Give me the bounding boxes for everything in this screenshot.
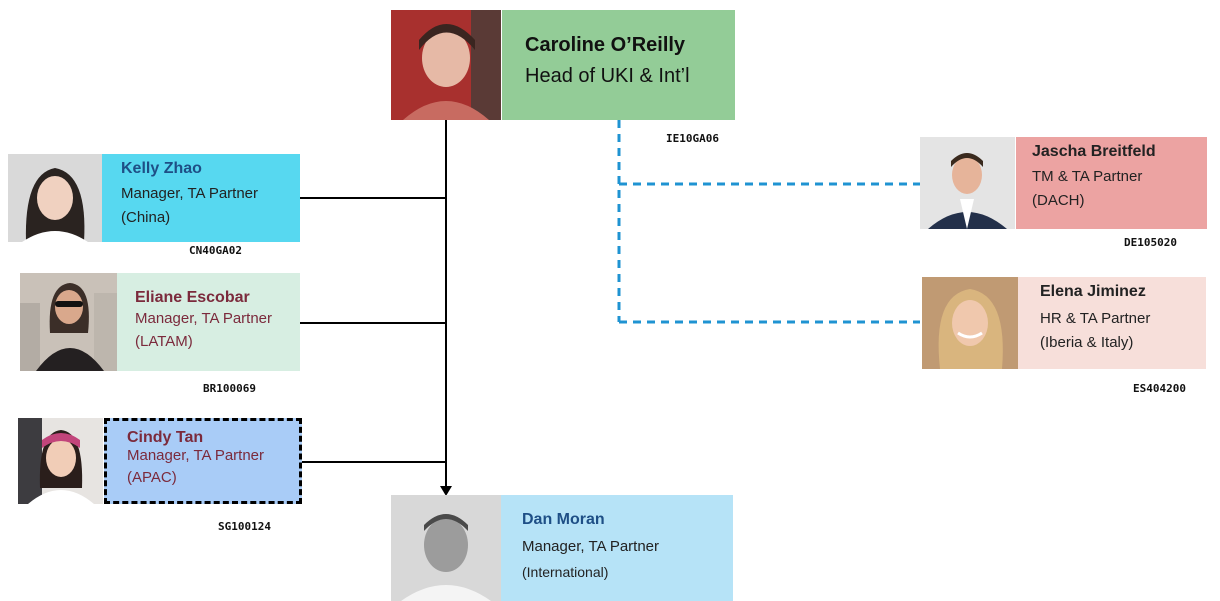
person-role: TM & TA Partner — [1032, 168, 1143, 185]
card-caroline[interactable]: Caroline O’Reilly Head of UKI & Int’l — [391, 10, 735, 120]
avatar — [8, 154, 102, 242]
person-region: (Iberia & Italy) — [1040, 334, 1134, 351]
person-name: Kelly Zhao — [121, 160, 202, 177]
arrow-head — [440, 486, 452, 496]
employee-code: BR100069 — [203, 382, 256, 395]
card-elena[interactable]: Elena Jiminez HR & TA Partner (Iberia & … — [922, 277, 1206, 369]
card-info: Jascha Breitfeld TM & TA Partner (DACH) — [1016, 137, 1207, 229]
card-info: Elena Jiminez HR & TA Partner (Iberia & … — [1018, 277, 1206, 369]
person-region: (China) — [121, 209, 171, 226]
person-name: Eliane Escobar — [135, 289, 250, 306]
employee-code: SG100124 — [218, 520, 271, 533]
person-region: (DACH) — [1032, 192, 1085, 209]
person-name: Jascha Breitfeld — [1032, 143, 1156, 160]
person-name: Dan Moran — [522, 511, 605, 528]
employee-code: CN40GA02 — [189, 244, 242, 257]
person-role: Manager, TA Partner — [127, 447, 265, 464]
person-region: (International) — [522, 564, 609, 580]
card-info: Dan Moran Manager, TA Partner (Internati… — [501, 495, 733, 601]
avatar — [20, 273, 117, 371]
card-jascha[interactable]: Jascha Breitfeld TM & TA Partner (DACH) — [920, 137, 1207, 229]
employee-code: DE105020 — [1124, 236, 1177, 249]
card-info: Caroline O’Reilly Head of UKI & Int’l — [502, 10, 735, 120]
avatar — [920, 137, 1015, 229]
person-role: Manager, TA Partner — [522, 538, 660, 555]
avatar — [391, 495, 501, 601]
card-eliane[interactable]: Eliane Escobar Manager, TA Partner (LATA… — [20, 273, 300, 371]
card-info: Cindy Tan Manager, TA Partner (APAC) — [104, 418, 302, 504]
person-name: Cindy Tan — [127, 429, 204, 446]
person-region: (APAC) — [127, 469, 177, 486]
person-name: Elena Jiminez — [1040, 283, 1146, 300]
card-info: Kelly Zhao Manager, TA Partner (China) — [102, 154, 300, 242]
employee-code: ES404200 — [1133, 382, 1186, 395]
card-dan[interactable]: Dan Moran Manager, TA Partner (Internati… — [391, 495, 733, 601]
person-region: (LATAM) — [135, 333, 193, 350]
card-info: Eliane Escobar Manager, TA Partner (LATA… — [117, 273, 300, 371]
card-cindy[interactable]: Cindy Tan Manager, TA Partner (APAC) — [18, 418, 302, 504]
avatar — [18, 418, 103, 504]
avatar — [391, 10, 501, 120]
person-role: Manager, TA Partner — [135, 310, 273, 327]
person-role: Head of UKI & Int’l — [525, 65, 690, 87]
employee-code: IE10GA06 — [666, 132, 719, 145]
card-kelly[interactable]: Kelly Zhao Manager, TA Partner (China) — [8, 154, 300, 242]
avatar — [922, 277, 1018, 369]
person-role: HR & TA Partner — [1040, 310, 1151, 327]
person-role: Manager, TA Partner — [121, 185, 259, 202]
person-name: Caroline O’Reilly — [525, 34, 686, 56]
